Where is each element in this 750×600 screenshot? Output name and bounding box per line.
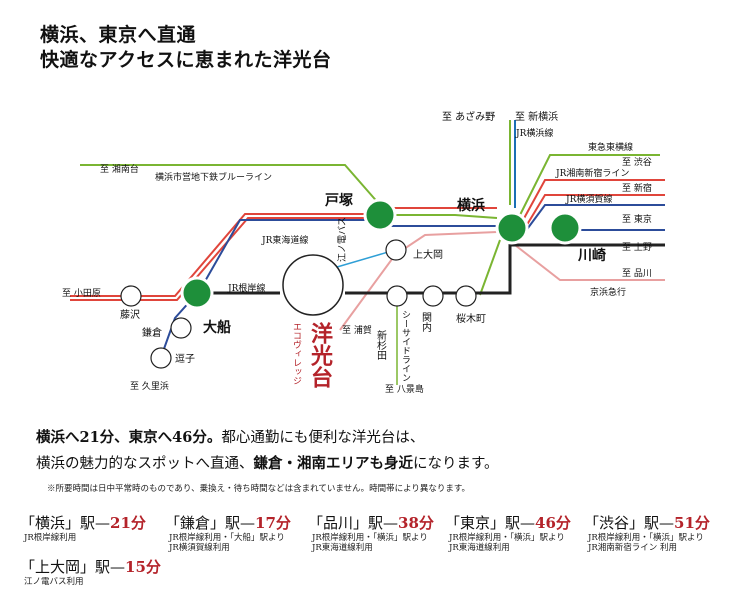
line-shonan-shinjuku-label: JR湘南新宿ライン xyxy=(555,167,629,179)
line-tokaido-label: JR東海道線 xyxy=(261,234,308,246)
station-sakuragicho-label: 桜木町 xyxy=(456,312,486,325)
station-kawasaki-label: 川崎 xyxy=(577,247,606,264)
tokaido-line xyxy=(70,179,665,301)
station-fujisawa-marker xyxy=(120,285,142,307)
route-map: 至 あざみ野 至 新横浜 JR横浜線 東急東横線 至 渋谷 JR湘南新宿ライン … xyxy=(62,110,665,395)
station-kamakura-label: 鎌倉 xyxy=(142,326,162,339)
time-item-kamiooka: 「上大岡」駅—15分 江ノ電バス利用 xyxy=(20,558,161,587)
line-yokosuka-label: JR横須賀線 xyxy=(565,193,612,205)
footnote: ※所要時間は日中平常時のものであり、乗換え・待ち時間などは含まれていません。時間… xyxy=(47,484,471,494)
station-yokodai-kana-label: エコヴィレッジ xyxy=(291,322,302,385)
station-sakuragicho-marker xyxy=(455,285,477,307)
station-ofuna-label: 大船 xyxy=(203,319,231,336)
yokosuka-line xyxy=(159,204,665,361)
station-kamakura-marker xyxy=(170,317,192,339)
dest-shinjuku-label: 至 新宿 xyxy=(622,182,652,194)
lead-line2-end: になります。 xyxy=(413,456,499,472)
tokyu-toyoko-line xyxy=(519,154,660,216)
lead-line2: 横浜の魅力的なスポットへ直通、鎌倉・湘南エリアも身近になります。 xyxy=(36,452,499,473)
station-kamiooka-marker xyxy=(385,239,407,261)
line-negishi-label: JR根岸線 xyxy=(227,282,265,294)
station-shinsugita-label: 新杉田 xyxy=(375,329,387,360)
station-yokohama-marker xyxy=(495,211,529,245)
lead-line2-emphasis: 鎌倉・湘南エリアも身近 xyxy=(253,455,414,472)
station-yokodai-label: 洋光台 xyxy=(307,321,334,388)
lead-line1-rest: 都心通勤にも便利な洋光台は、 xyxy=(221,430,425,446)
time-item-yokohama: 「横浜」駅—21分 JR根岸線利用 xyxy=(20,514,146,543)
dest-azamino-label: 至 あざみ野 xyxy=(442,110,495,123)
page-title-line1: 横浜、東京へ直通 xyxy=(40,24,197,46)
line-seaside-label: シーサイドライン xyxy=(400,310,411,382)
station-zushi-marker xyxy=(150,347,172,369)
station-yokohama-label: 横浜 xyxy=(457,197,485,214)
line-enoden-bus-label: 江ノ電バス xyxy=(337,217,348,262)
lead-line2-start: 横浜の魅力的なスポットへ直通、 xyxy=(36,456,254,472)
dest-shinyokohama-label: 至 新横浜 xyxy=(515,110,558,123)
lead-line1: 横浜へ21分、東京へ46分。都心通勤にも便利な洋光台は、 xyxy=(36,426,424,447)
dest-shonandai-label: 至 湘南台 xyxy=(100,163,139,175)
dest-kurihama-label: 至 久里浜 xyxy=(130,380,169,392)
line-keikyu-label: 京浜急行 xyxy=(590,286,626,298)
dest-tokyo-label: 至 東京 xyxy=(622,213,652,225)
station-yokodai-marker xyxy=(282,254,344,316)
station-kawasaki-marker xyxy=(548,211,582,245)
station-zushi-label: 逗子 xyxy=(175,353,195,365)
dest-odawara-label: 至 小田原 xyxy=(62,288,101,299)
lead-line1-emphasis: 横浜へ21分、東京へ46分。 xyxy=(36,429,222,446)
station-fujisawa-label: 藤沢 xyxy=(120,308,140,321)
line-tokyu-toyoko-label: 東急東横線 xyxy=(588,141,633,153)
line-blue-label: 横浜市営地下鉄ブルーライン xyxy=(155,171,272,183)
station-shinsugita-marker xyxy=(386,285,408,307)
station-kannai-label: 関内 xyxy=(420,312,432,333)
line-jr-yokohama-label: JR横浜線 xyxy=(515,127,553,139)
station-totsuka-marker xyxy=(363,198,397,232)
blue-line xyxy=(80,120,511,296)
station-totsuka-label: 戸塚 xyxy=(325,193,353,209)
dest-ueno-label: 至 上野 xyxy=(622,242,652,253)
station-kannai-marker xyxy=(422,285,444,307)
page-title-line2: 快適なアクセスに恵まれた洋光台 xyxy=(40,49,332,71)
dest-uraga-label: 至 浦賀 xyxy=(342,324,372,336)
station-ofuna-marker xyxy=(180,276,214,310)
dest-hakkeijima-label: 至 八景島 xyxy=(385,383,424,395)
dest-shibuya-label: 至 渋谷 xyxy=(622,156,652,168)
station-kamiooka-label: 上大岡 xyxy=(413,248,443,261)
dest-shinagawa-label: 至 品川 xyxy=(622,268,652,279)
